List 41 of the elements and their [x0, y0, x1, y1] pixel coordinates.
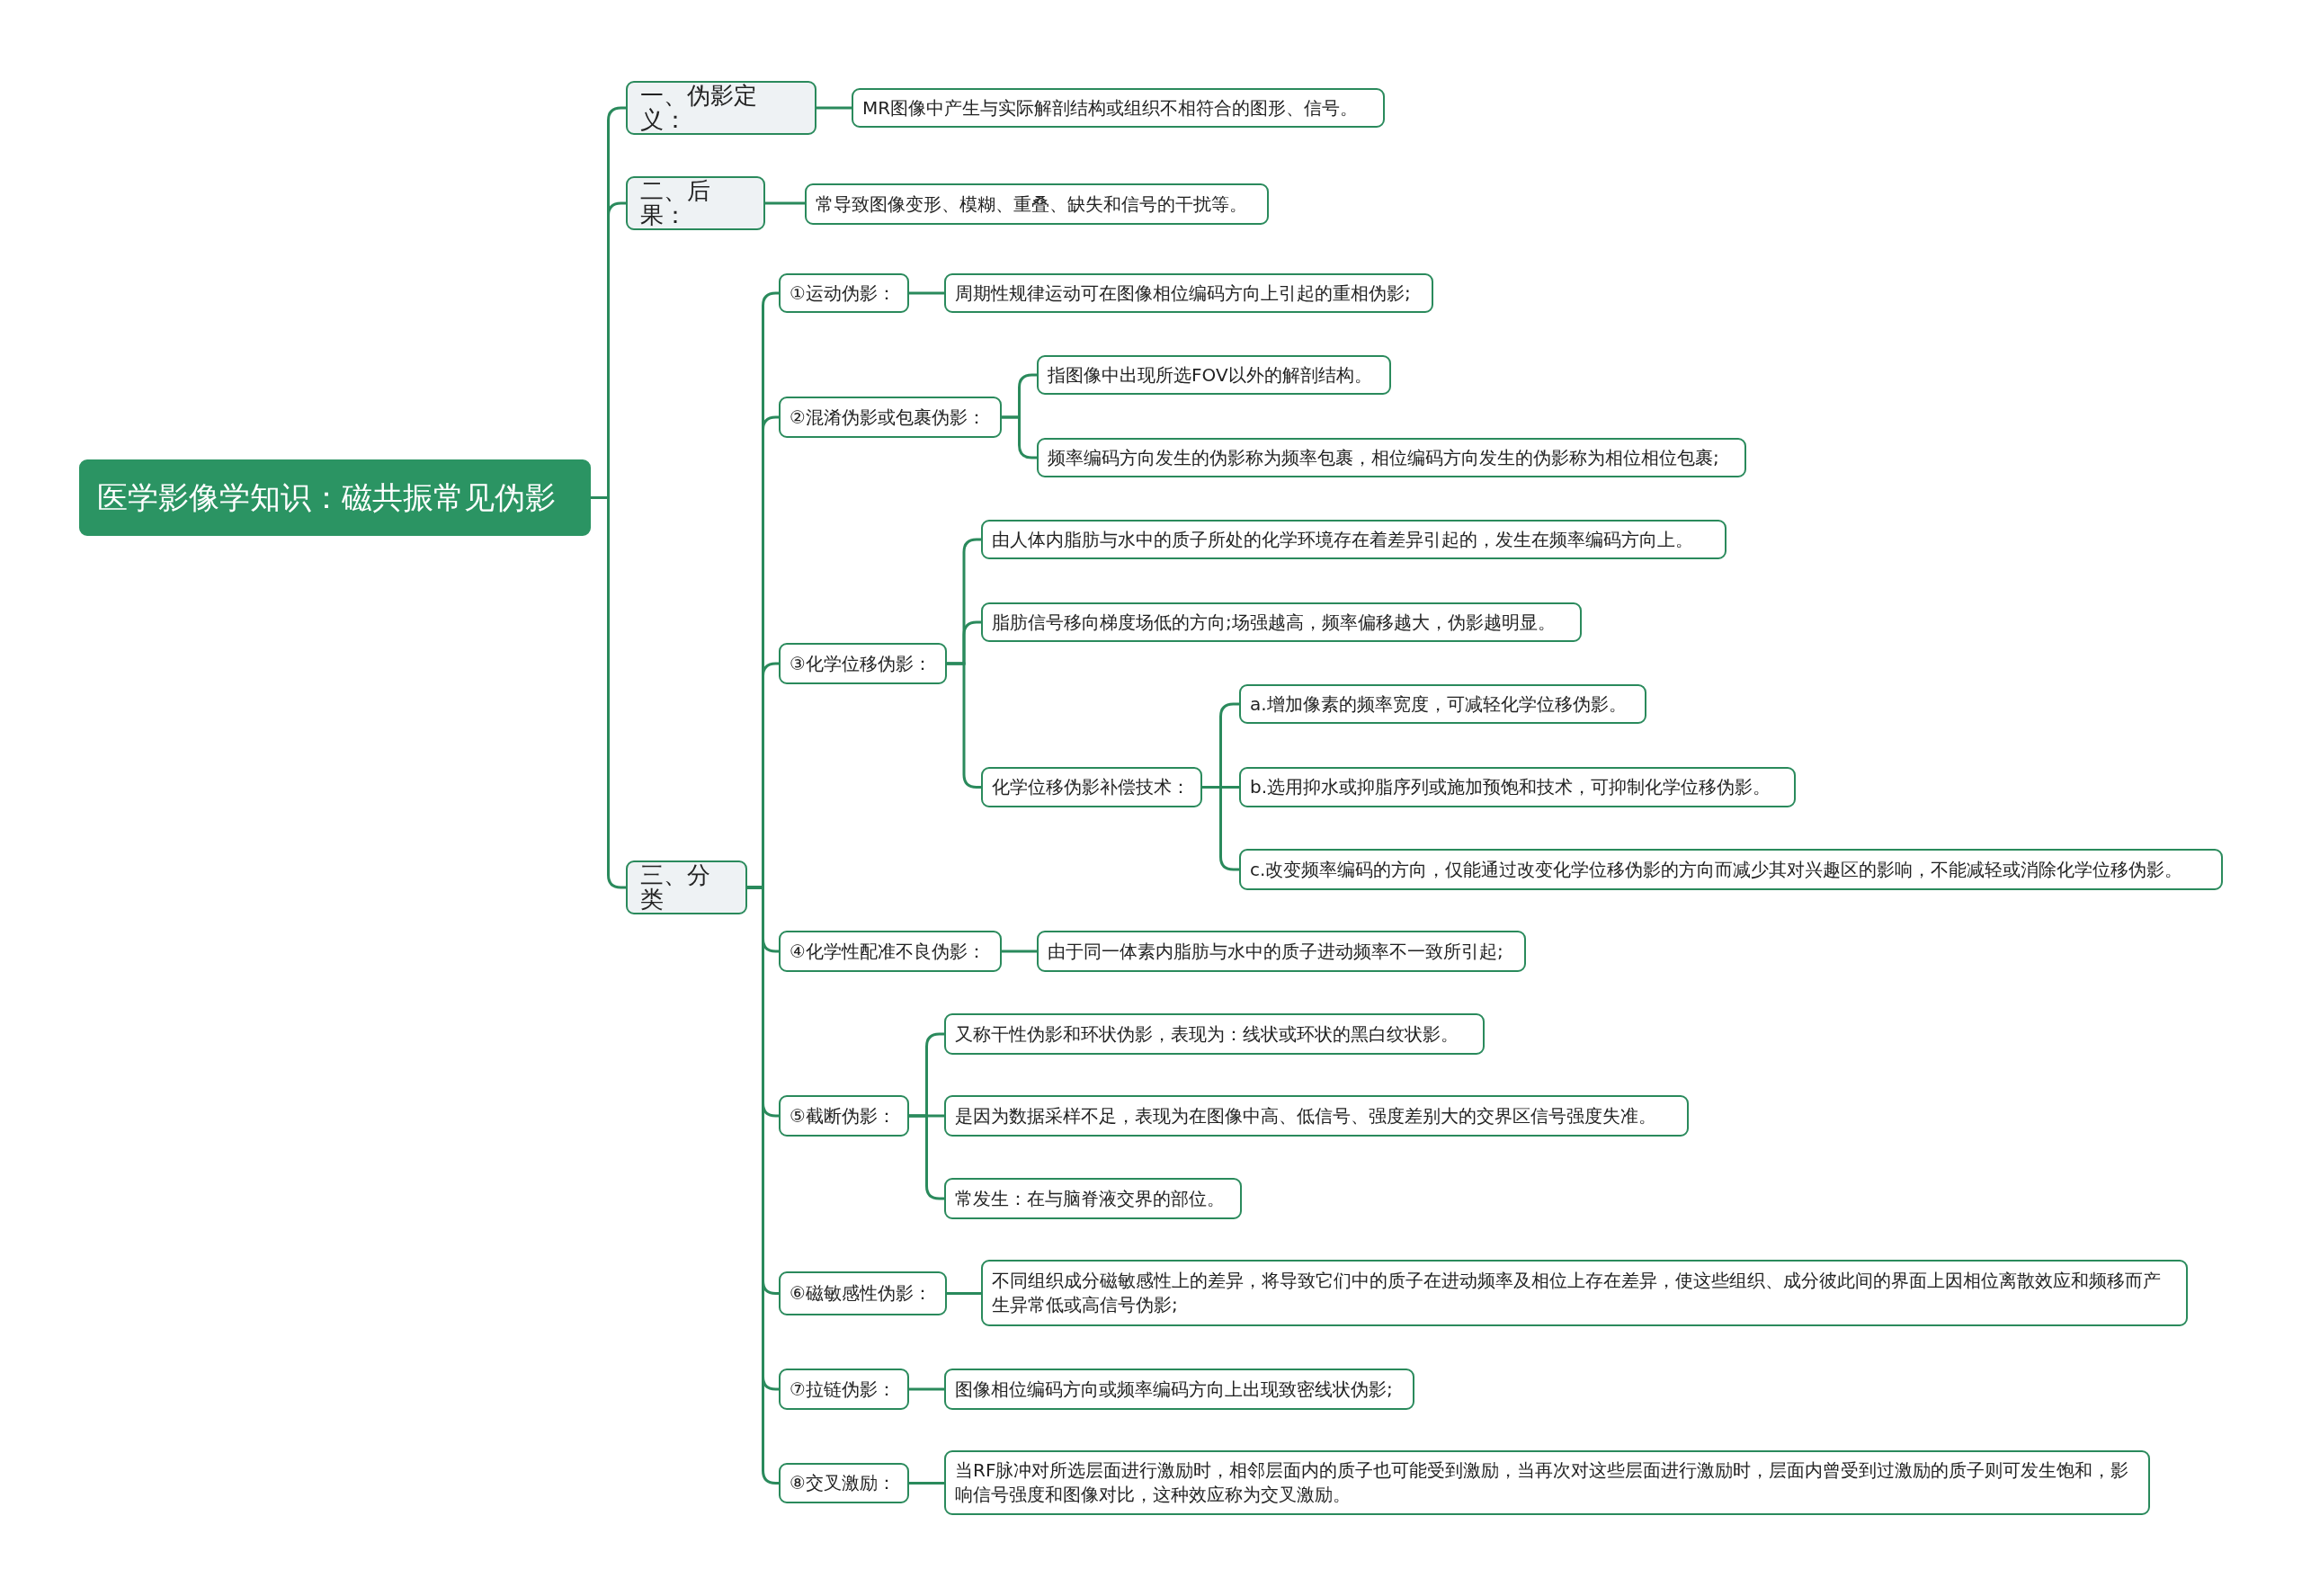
subtopic-box: ⑥磁敏感性伪影： [779, 1271, 947, 1315]
connector-line [765, 201, 805, 205]
subtopic-box: 化学位移伪影补偿技术： [981, 767, 1202, 807]
text-box: 由人体内脂肪与水中的质子所处的化学环境存在着差异引起的，发生在频率编码方向上。 [981, 520, 1726, 559]
connector-line [947, 662, 981, 789]
text-box: 频率编码方向发生的伪影称为频率包裹，相位编码方向发生的伪影称为相位相位包裹; [1037, 438, 1746, 477]
text-box: 不同组织成分磁敏感性上的差异，将导致它们中的质子在进动频率及相位上存在差异，使这些组织、成分彼此间的界面上因相位离散效应和频移而产生异常低或高信号伪影; [981, 1260, 2188, 1326]
subtopic-box: ①运动伪影： [779, 273, 909, 313]
connector-line [1202, 786, 1239, 871]
connector-line [947, 1292, 981, 1295]
subtopic-box: ⑧交叉激励： [779, 1463, 909, 1503]
text-box: 脂肪信号移向梯度场低的方向;场强越高，频率偏移越大，伪影越明显。 [981, 602, 1582, 642]
subtopic-box: ⑦拉链伪影： [779, 1369, 909, 1410]
text-box: 由于同一体素内脂肪与水中的质子进动频率不一致所引起; [1037, 931, 1526, 972]
text-box: a.增加像素的频率宽度，可减轻化学位移伪影。 [1239, 684, 1646, 724]
topic-box: 三、分类 [626, 860, 747, 914]
text-box: 常发生：在与脑脊液交界的部位。 [944, 1178, 1242, 1219]
text-box: 是因为数据采样不足，表现为在图像中高、低信号、强度差别大的交界区信号强度失准。 [944, 1095, 1689, 1137]
connector-line [1002, 415, 1037, 459]
text-box: c.改变频率编码的方向，仅能通过改变化学位移伪影的方向而减少其对兴趣区的影响，不能减轻或消除化学位移伪影。 [1239, 849, 2223, 890]
connector-line [909, 291, 944, 295]
subtopic-box: ②混淆伪影或包裹伪影： [779, 397, 1002, 438]
subtopic-box: ③化学位移伪影： [779, 643, 947, 684]
text-box: MR图像中产生与实际解剖结构或组织不相符合的图形、信号。 [852, 88, 1385, 128]
connector-line [909, 1387, 944, 1391]
text-box: 又称干性伪影和环状伪影，表现为：线状或环状的黑白纹状影。 [944, 1013, 1485, 1055]
text-box: 图像相位编码方向或频率编码方向上出现致密线状伪影; [944, 1369, 1414, 1410]
subtopic-box: ⑤截断伪影： [779, 1095, 909, 1137]
connector-line [591, 496, 626, 889]
subtopic-box: ④化学性配准不良伪影： [779, 931, 1002, 972]
topic-box: 一、伪影定义： [626, 81, 816, 135]
connector-line [1002, 950, 1037, 953]
title-box: 医学影像学知识：磁共振常见伪影 [79, 459, 591, 536]
connector-line [816, 106, 852, 110]
text-box: b.选用抑水或抑脂序列或施加预饱和技术，可抑制化学位移伪影。 [1239, 767, 1796, 807]
text-box: 常导致图像变形、模糊、重叠、缺失和信号的干扰等。 [805, 183, 1269, 225]
text-box: 指图像中出现所选FOV以外的解剖结构。 [1037, 355, 1391, 395]
connector-line [909, 1482, 944, 1485]
text-box: 周期性规律运动可在图像相位编码方向上引起的重相伪影; [944, 273, 1433, 313]
topic-box: 二、后果： [626, 176, 765, 230]
text-box: 当RF脉冲对所选层面进行激励时，相邻层面内的质子也可能受到激励，当再次对这些层面进行激励时，层面内曾受到过激励的质子则可发生饱和，影响信号强度和图像对比，这种效应称为交叉激励。 [944, 1450, 2150, 1515]
